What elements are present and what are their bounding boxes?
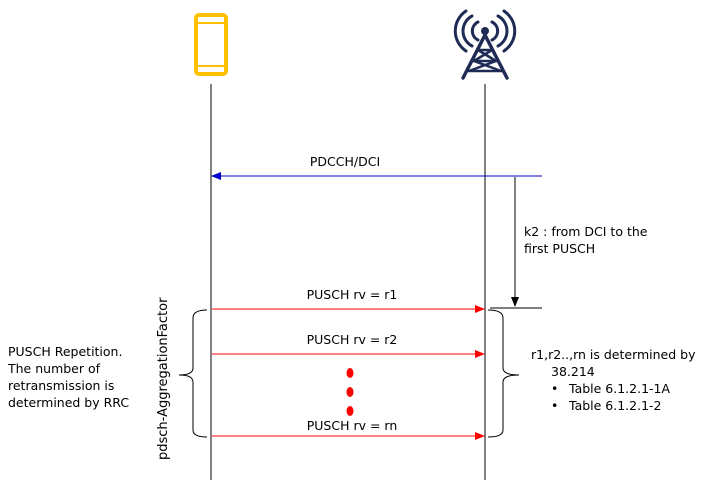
smartphone-icon — [194, 13, 228, 76]
repetition-right-brace — [487, 309, 520, 438]
repetition-note-line1: PUSCH Repetition. — [8, 344, 122, 359]
aggregation-factor-label: pdsch-AggregationFactor — [156, 297, 171, 460]
rv-table-1: Table 6.1.2.1-1A — [568, 381, 670, 396]
continuation-dots — [346, 368, 354, 416]
repetition-note-line3: retransmission is — [8, 378, 114, 393]
rv-note-line2: 38.214 — [551, 364, 595, 379]
dci-label: PDCCH/DCI — [310, 154, 380, 169]
repetition-left-brace — [178, 309, 208, 438]
pusch-label-r1: PUSCH rv = r1 — [307, 287, 398, 302]
repetition-note-line4: determined by RRC — [8, 395, 129, 410]
rv-bullet-2: • — [551, 398, 558, 413]
rv-bullet-1: • — [551, 381, 558, 396]
k2-label-line2: first PUSCH — [524, 241, 595, 256]
repetition-note-line2: The number of — [7, 361, 101, 376]
rv-table-2: Table 6.1.2.1-2 — [568, 398, 662, 413]
rv-note-line1: r1,r2..,rn is determined by — [531, 347, 696, 362]
pusch-label-rn: PUSCH rv = rn — [307, 418, 398, 433]
pusch-label-r2: PUSCH rv = r2 — [307, 332, 398, 347]
k2-label-line1: k2 : from DCI to the — [524, 224, 648, 239]
cell-tower-icon — [453, 9, 517, 80]
